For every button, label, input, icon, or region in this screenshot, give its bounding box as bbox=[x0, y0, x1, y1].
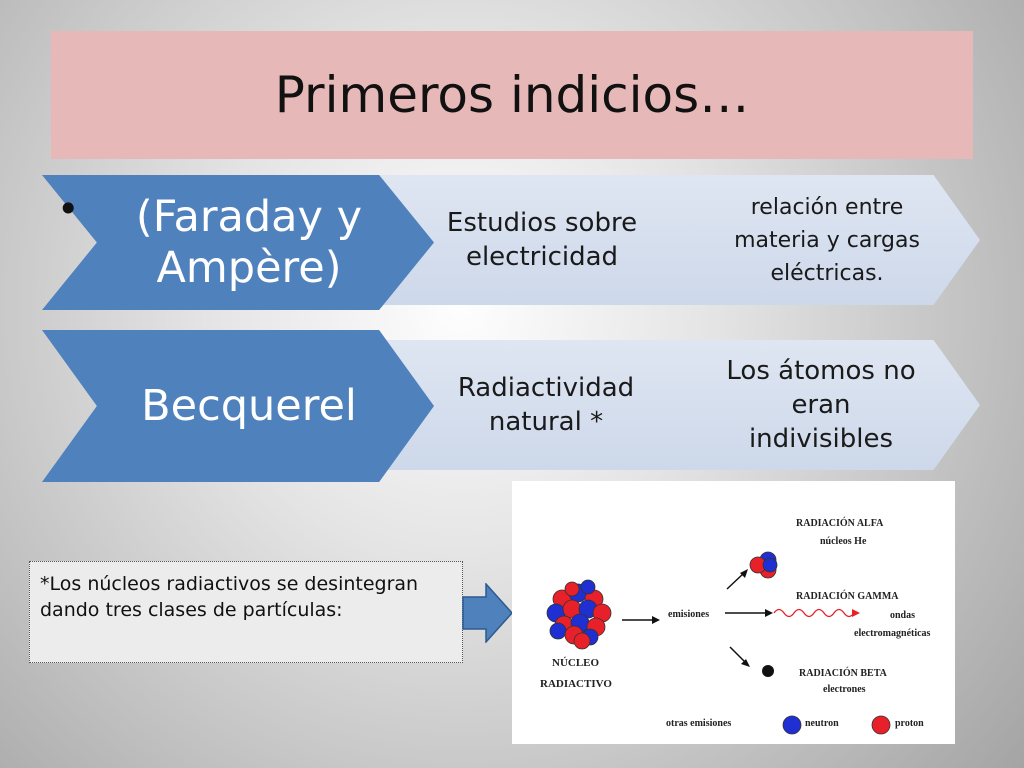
gamma-sub-2: electromagnéticas bbox=[854, 628, 931, 639]
chevron-row2-main-text: Becquerel bbox=[141, 380, 357, 431]
nucleus-icon bbox=[546, 579, 612, 650]
otras-emisiones-label: otras emisiones bbox=[666, 718, 732, 729]
chevron-row2-step3: Los átomos no eran indivisibles bbox=[648, 340, 980, 470]
emisiones-label: emisiones bbox=[668, 609, 710, 620]
proton-legend-label: proton bbox=[895, 718, 924, 729]
chevron-row1-main-text: (Faraday y Ampère) bbox=[135, 191, 363, 293]
chevron-row1-step3-text: relación entre materia y cargas eléctric… bbox=[734, 194, 920, 286]
chevron-row1-step3: relación entre materia y cargas eléctric… bbox=[648, 175, 980, 305]
chevron-row2-main: Becquerel bbox=[42, 330, 434, 482]
right-arrow-icon bbox=[462, 583, 514, 643]
alfa-title: RADIACIÓN ALFA bbox=[796, 518, 884, 529]
gamma-sub-1: ondas bbox=[890, 610, 916, 621]
bullet-marker: • bbox=[57, 187, 80, 231]
footnote-box: *Los núcleos radiactivos se desintegran … bbox=[29, 561, 463, 663]
slide-title: Primeros indicios… bbox=[274, 66, 750, 124]
footnote-text: *Los núcleos radiactivos se desintegran … bbox=[40, 573, 419, 622]
chevron-row1-main: (Faraday y Ampère) bbox=[42, 175, 434, 310]
beta-sub: electrones bbox=[823, 684, 866, 695]
nucleus-label-1: NÚCLEO bbox=[552, 657, 600, 669]
chevron-row1-step2-text: Estudios sobre electricidad bbox=[446, 207, 638, 272]
alfa-sub: núcleos He bbox=[820, 536, 867, 547]
chevron-row2-step3-text: Los átomos no eran indivisibles bbox=[726, 355, 916, 455]
radiation-diagram: NÚCLEO RADIACTIVO emisiones RADIACIÓN AL… bbox=[512, 481, 955, 744]
chevron-row2-step2-text: Radiactividad natural * bbox=[457, 372, 635, 437]
beta-title: RADIACIÓN BETA bbox=[799, 668, 887, 679]
nucleus-label-2: RADIACTIVO bbox=[540, 678, 612, 690]
gamma-title: RADIACIÓN GAMMA bbox=[796, 591, 899, 602]
radiation-diagram-graphic bbox=[546, 551, 891, 735]
neutron-legend-label: neutron bbox=[805, 718, 839, 729]
title-banner: Primeros indicios… bbox=[51, 31, 973, 159]
